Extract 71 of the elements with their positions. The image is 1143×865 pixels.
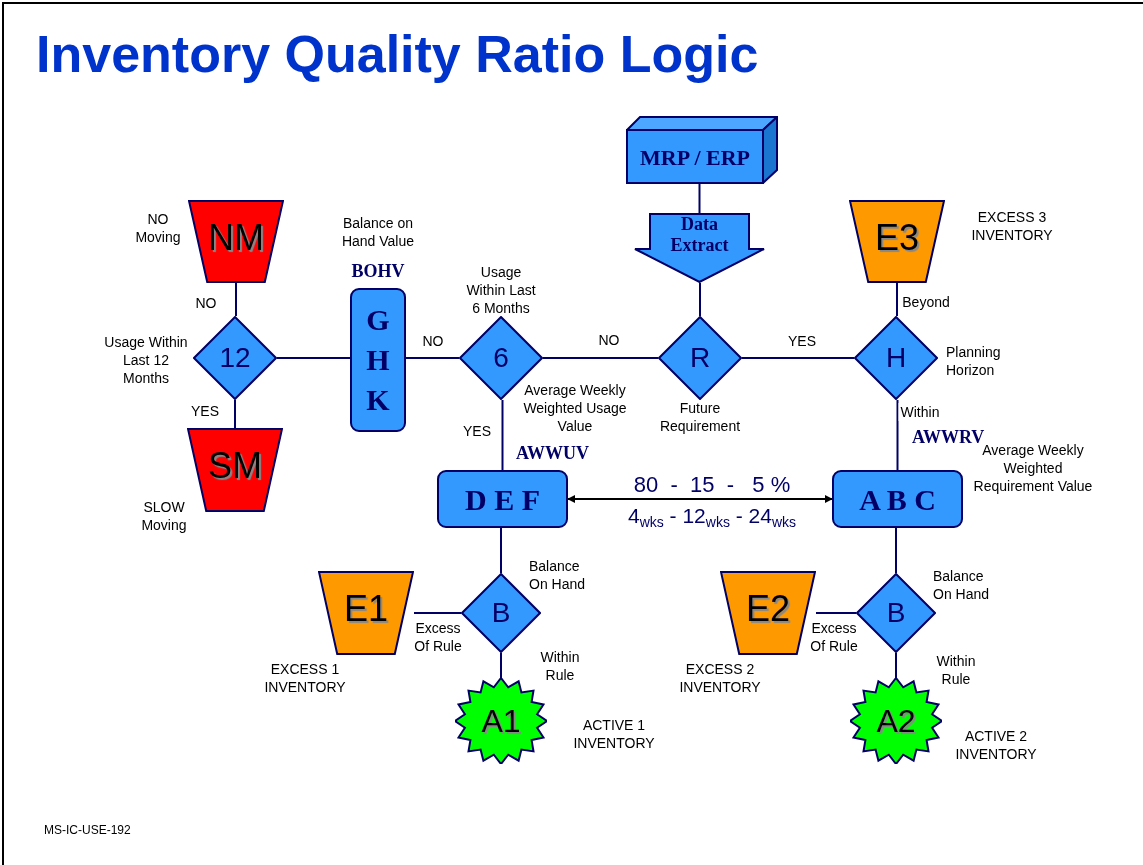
- connector-line: [698, 183, 701, 214]
- inventory-starburst: [455, 678, 547, 764]
- connector-line: [413, 612, 462, 614]
- connector-line: [895, 527, 897, 574]
- code-label: AWWUV: [516, 442, 590, 465]
- inventory-trapezoid: [187, 428, 283, 512]
- node-caption: Balance On Hand: [529, 557, 587, 593]
- connector-line: [235, 282, 237, 317]
- node-text: D E F: [465, 481, 540, 518]
- inventory-trapezoid: [318, 571, 414, 655]
- node-text: SM: [208, 444, 262, 488]
- connector-line: [895, 652, 897, 679]
- double-arrow: [567, 495, 833, 503]
- connector-line: [500, 652, 502, 679]
- connector-line: [699, 282, 701, 317]
- node-text: A B C: [859, 481, 936, 518]
- node-caption: EXCESS 3 INVENTORY: [970, 208, 1054, 244]
- node-text: A1: [481, 702, 521, 741]
- edge-label: Beyond: [900, 293, 952, 311]
- connector-line: [815, 612, 857, 614]
- node-caption: SLOW Moving: [140, 498, 188, 534]
- inventory-trapezoid: [188, 200, 284, 283]
- connector-line: [896, 399, 899, 471]
- connector-line: [405, 357, 460, 359]
- node-text: Data Extract: [669, 214, 730, 257]
- decision-diamond: [658, 316, 742, 400]
- node-text: NM: [208, 215, 264, 260]
- node-text: E3: [874, 215, 919, 260]
- node-text: MRP / ERP: [640, 143, 751, 172]
- node-caption: ACTIVE 2 INVENTORY: [954, 727, 1038, 763]
- node-caption: Usage Within Last 12 Months: [104, 333, 188, 387]
- ratio-label: 4$_{wks}$ - 12$_{wks}$ - 24$_{wks}$: [626, 504, 798, 528]
- node-text: E1: [343, 587, 388, 631]
- node-caption: Planning Horizon: [946, 343, 1002, 379]
- node-caption: Usage Within Last 6 Months: [465, 263, 537, 317]
- decision-diamond: [854, 316, 938, 400]
- node-caption: EXCESS 2 INVENTORY: [678, 660, 762, 696]
- class-box: [437, 470, 568, 528]
- code-label: BOHV: [350, 260, 406, 283]
- node-text: B: [886, 596, 906, 630]
- node-text: A2: [876, 702, 916, 741]
- node-caption: NO Moving: [134, 210, 182, 246]
- class-box: [350, 288, 406, 432]
- connector-line: [741, 357, 855, 359]
- decision-diamond: [193, 316, 277, 400]
- connector-line: [276, 357, 351, 359]
- extract-arrow-box: [634, 213, 765, 283]
- connector-line: [234, 399, 236, 429]
- document-code: MS-IC-USE-192: [44, 822, 131, 839]
- connector-line: [501, 399, 504, 471]
- ratio-label: 80 - 15 - 5 %: [632, 473, 792, 497]
- node-caption: Balance On Hand: [933, 567, 991, 603]
- node-caption: Balance on Hand Value: [340, 214, 416, 250]
- inventory-trapezoid: [849, 200, 945, 283]
- node-text: R: [689, 341, 711, 375]
- node-caption: EXCESS 1 INVENTORY: [263, 660, 347, 696]
- connector-line: [542, 357, 659, 359]
- node-text: H: [885, 341, 907, 375]
- connector-line: [896, 282, 898, 317]
- node-text: G H K: [365, 302, 391, 418]
- node-caption: Average Weekly Weighted Usage Value: [522, 381, 628, 435]
- node-text: E2: [745, 587, 790, 631]
- connector-line: [500, 527, 502, 574]
- node-caption: Future Requirement: [658, 399, 742, 435]
- inventory-starburst: [850, 678, 942, 764]
- node-text: 12: [219, 341, 251, 375]
- system-block: [626, 116, 778, 184]
- node-text: B: [491, 596, 511, 630]
- class-box: [832, 470, 963, 528]
- node-text: 6: [493, 341, 509, 375]
- node-caption: ACTIVE 1 INVENTORY: [572, 716, 656, 752]
